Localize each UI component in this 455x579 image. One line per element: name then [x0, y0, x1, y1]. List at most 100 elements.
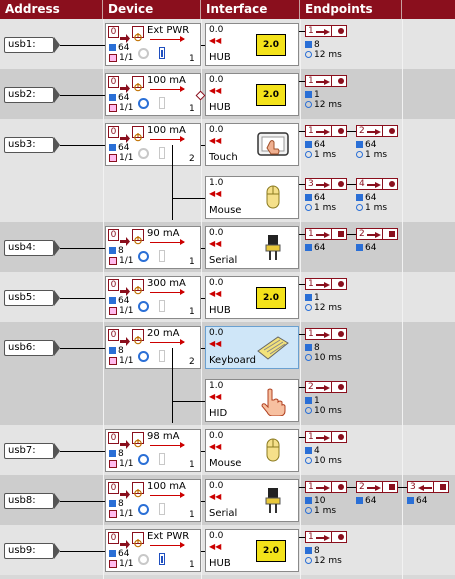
address-arrow-icon [54, 137, 60, 153]
address-label[interactable]: usb8: [4, 493, 54, 509]
config-label: 1/1 [109, 103, 133, 113]
address-label[interactable]: usb9: [4, 543, 54, 559]
endpoint-box[interactable]: 3 [407, 481, 449, 493]
endpoint-size: 1 [305, 90, 342, 100]
port-count-box[interactable]: 0 [108, 532, 119, 544]
power-icon[interactable] [132, 432, 144, 448]
address-label[interactable]: usb3: [4, 137, 54, 153]
hub-icon: 2.0 [256, 287, 286, 309]
config-icon [109, 356, 117, 365]
endpoint-box[interactable]: 1 [305, 75, 347, 87]
interface-version: 0.0 [209, 481, 224, 491]
interface-box[interactable]: 0.0◀◀Serial [205, 226, 299, 269]
size-square-icon [305, 547, 312, 554]
battery-icon [159, 47, 165, 59]
port-count-box[interactable]: 0 [108, 482, 119, 494]
endpoint-box[interactable]: 1 [305, 228, 347, 240]
endpoint-box[interactable]: 1 [305, 328, 347, 340]
connector-line [347, 131, 356, 132]
header-interface[interactable]: Interface [201, 0, 300, 19]
header-device[interactable]: Device [103, 0, 201, 19]
address-label[interactable]: usb5: [4, 290, 54, 306]
connector-line [60, 145, 105, 146]
interface-box[interactable]: 0.0◀◀Mouse [205, 429, 299, 472]
size-square-icon [305, 294, 312, 301]
interface-version: 0.0 [209, 278, 224, 288]
endpoint-box[interactable]: 1 [305, 481, 347, 493]
interface-name: HUB [209, 52, 231, 63]
endpoint-box[interactable]: 4 [356, 178, 398, 190]
power-icon[interactable] [132, 482, 144, 498]
address-label[interactable]: usb6: [4, 340, 54, 356]
port-count-box[interactable]: 0 [108, 126, 119, 138]
port-count-box[interactable]: 0 [108, 279, 119, 291]
endpoint-box[interactable]: 3 [305, 178, 347, 190]
bulk-endpoint-icon [389, 231, 395, 237]
port-count-box[interactable]: 0 [108, 329, 119, 341]
endpoint-box[interactable]: 1 [305, 125, 347, 137]
column-separator [300, 19, 301, 579]
address-label[interactable]: usb7: [4, 443, 54, 459]
size-square-icon [305, 91, 312, 98]
power-icon[interactable] [132, 126, 144, 142]
header-endpoints[interactable]: Endpoints [300, 0, 402, 19]
endpoint-box[interactable]: 2 [356, 125, 398, 137]
endpoint-box[interactable]: 1 [305, 431, 347, 443]
endpoint-box[interactable]: 1 [305, 25, 347, 37]
address-label[interactable]: usb4: [4, 240, 54, 256]
clock-icon [138, 48, 149, 59]
endpoint-box[interactable]: 2 [356, 481, 398, 493]
connector-line [299, 334, 305, 335]
current-arrow [150, 339, 185, 345]
address-label[interactable]: usb1: [4, 37, 54, 53]
power-icon[interactable] [132, 26, 144, 42]
port-count-box[interactable]: 0 [108, 432, 119, 444]
endpoint-divider [331, 179, 332, 189]
power-icon[interactable] [132, 532, 144, 548]
endpoint-box[interactable]: 2 [305, 381, 347, 393]
clock-icon [305, 51, 312, 58]
power-icon[interactable] [132, 279, 144, 295]
endpoint-size: 64 [356, 243, 376, 253]
interrupt-endpoint-icon [389, 128, 395, 134]
power-icon[interactable] [132, 229, 144, 245]
port-count-box[interactable]: 0 [108, 76, 119, 88]
endpoint-size-value: 64 [416, 496, 428, 506]
header-address[interactable]: Address [0, 0, 103, 19]
interface-box[interactable]: 0.0◀◀Keyboard [205, 326, 299, 369]
interface-box[interactable]: 0.0◀◀Serial [205, 479, 299, 522]
port-arrow-icon [120, 281, 130, 296]
endpoint-number: 1 [308, 229, 314, 239]
interface-box[interactable]: 1.0◀◀Mouse [205, 176, 299, 219]
port-count-box[interactable]: 0 [108, 26, 119, 38]
packet-size-value: 8 [118, 449, 124, 459]
endpoint-box[interactable]: 2 [356, 228, 398, 240]
endpoint-size-value: 64 [365, 140, 377, 150]
interface-version: 0.0 [209, 328, 224, 338]
interface-box[interactable]: 1.0◀◀HID [205, 379, 299, 422]
endpoint-box[interactable]: 1 [305, 531, 347, 543]
power-icon[interactable] [132, 329, 144, 345]
interface-box[interactable]: 0.0◀◀Touch [205, 123, 299, 166]
endpoint-box[interactable]: 1 [305, 278, 347, 290]
port-count-box[interactable]: 0 [108, 229, 119, 241]
address-label[interactable]: usb2: [4, 87, 54, 103]
endpoint-divider [433, 482, 434, 492]
battery-icon [159, 503, 165, 515]
power-icon[interactable] [132, 76, 144, 92]
